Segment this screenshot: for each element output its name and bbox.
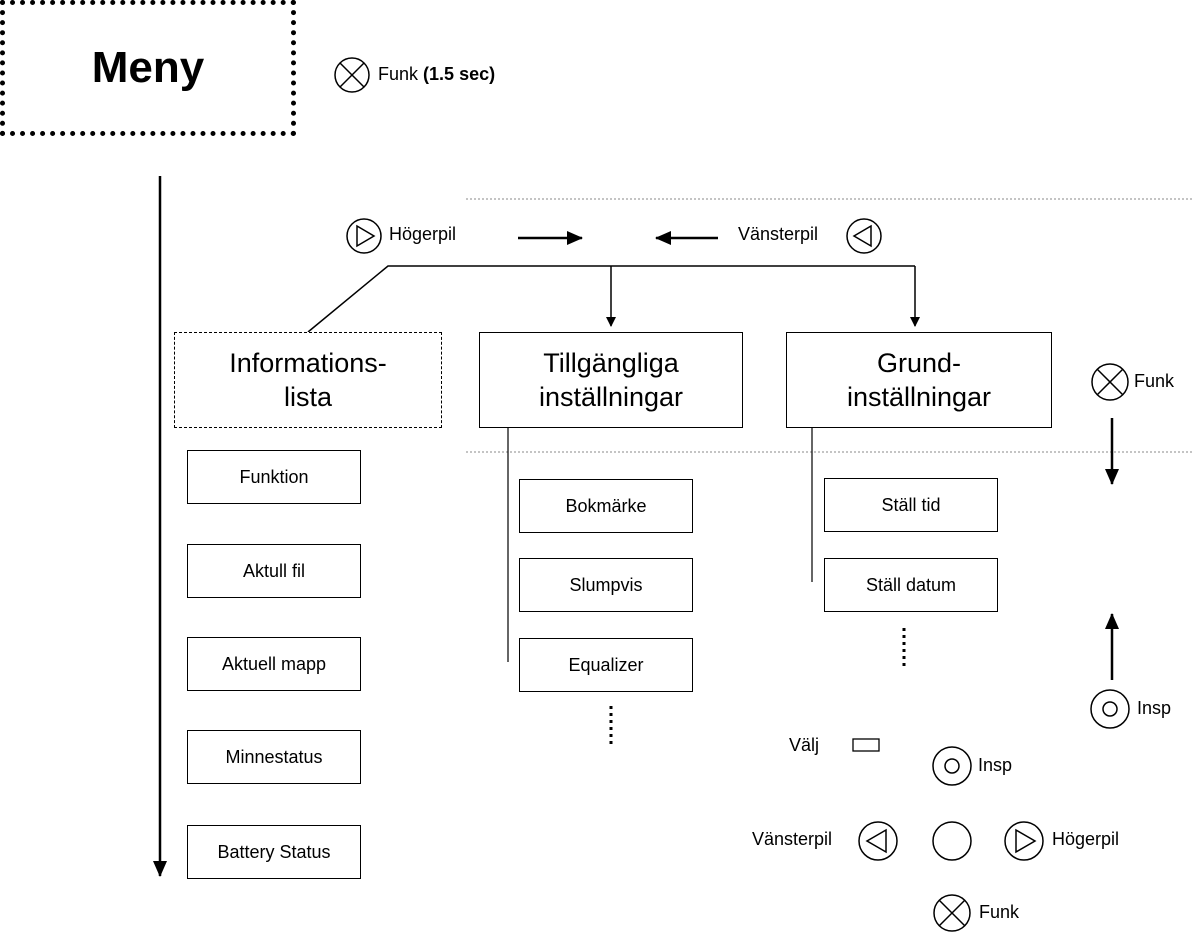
basic-item-set-time: Ställ tid	[824, 478, 998, 532]
category-basic-line1: Grund-	[876, 348, 962, 378]
category-available-line2: inställningar	[538, 382, 684, 412]
right-arrow-legend-icon	[1004, 821, 1044, 861]
left-arrow-legend-icon	[858, 821, 898, 861]
info-item-battery-status: Battery Status	[187, 825, 361, 879]
available-item-equalizer: Equalizer	[519, 638, 693, 692]
select-button-icon	[852, 738, 880, 752]
right-arrow-icon	[346, 218, 382, 254]
nav-right-label: Högerpil	[389, 224, 457, 244]
funk-icon	[334, 57, 370, 93]
header-hint-duration: (1.5 sec)	[423, 64, 496, 84]
category-available-settings: Tillgängliga inställningar	[479, 332, 743, 428]
category-basic-line2: inställningar	[846, 382, 992, 412]
insp-side-icon	[1090, 689, 1130, 729]
nav-left-label: Vänsterpil	[738, 224, 819, 244]
available-item-bookmark: Bokmärke	[519, 479, 693, 533]
category-info-list: Informations- lista	[174, 332, 442, 428]
category-available-line1: Tillgängliga	[543, 348, 679, 378]
legend-left-label: Vänsterpil	[752, 829, 833, 849]
legend-select-label: Välj	[789, 735, 820, 755]
legend-right-label: Högerpil	[1052, 829, 1120, 849]
header-hint: Funk (1.5 sec)	[378, 64, 495, 85]
side-up-label: Insp	[1137, 698, 1172, 718]
info-item-memory-status: Minnestatus	[187, 730, 361, 784]
center-button-icon	[932, 821, 972, 861]
legend-rec-label: Insp	[978, 755, 1013, 775]
branch-connector	[307, 265, 915, 333]
category-info-line2: lista	[283, 382, 332, 412]
header-hint-key: Funk	[378, 64, 419, 84]
category-basic-settings: Grund- inställningar	[786, 332, 1052, 428]
info-item-function: Funktion	[187, 450, 361, 504]
category-info-line1: Informations-	[229, 348, 387, 378]
legend-func-label: Funk	[979, 902, 1020, 922]
menu-title-box: Meny	[0, 0, 296, 136]
side-down-label: Funk	[1134, 371, 1175, 391]
available-item-shuffle: Slumpvis	[519, 558, 693, 612]
menu-title: Meny	[91, 43, 205, 92]
info-item-current-folder: Aktuell mapp	[187, 637, 361, 691]
funk-side-icon	[1091, 363, 1129, 401]
funk-legend-icon	[933, 894, 971, 932]
insp-legend-icon	[932, 746, 972, 786]
left-arrow-icon	[846, 218, 882, 254]
basic-item-set-date: Ställ datum	[824, 558, 998, 612]
info-item-current-file: Aktull fil	[187, 544, 361, 598]
